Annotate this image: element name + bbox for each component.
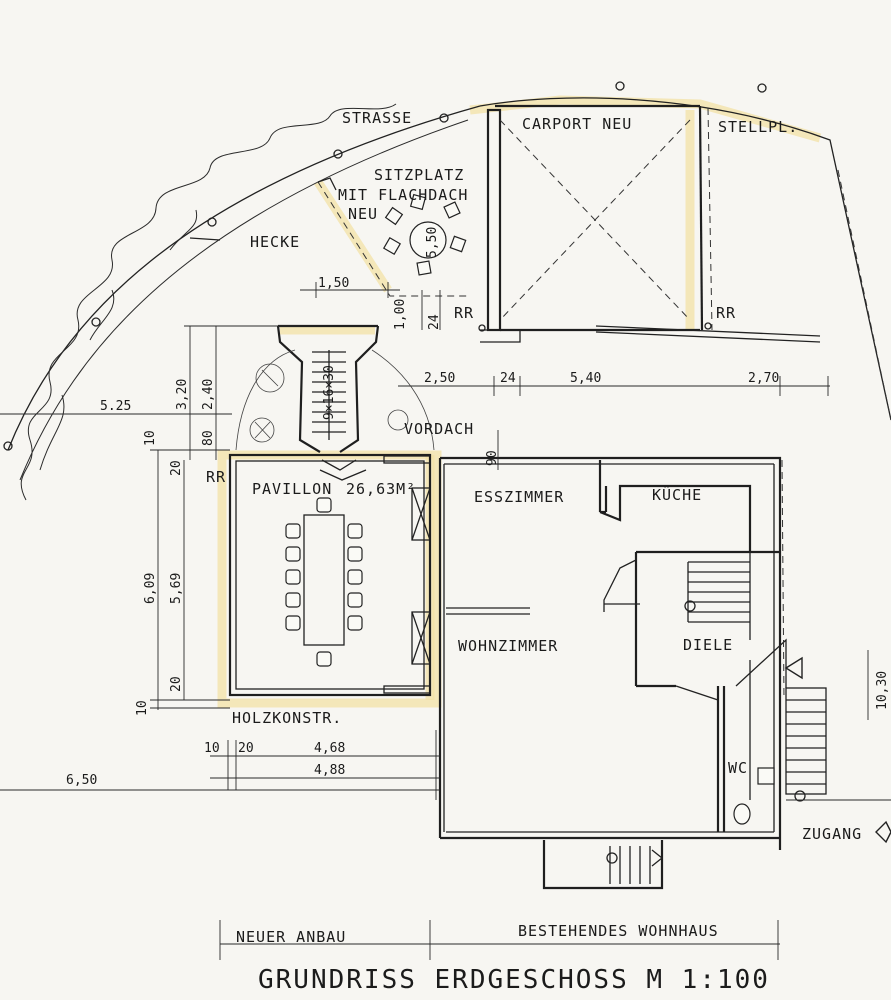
dim-540: 5,40 bbox=[570, 371, 601, 386]
sitzplatz bbox=[317, 177, 470, 297]
label-wc: WC bbox=[728, 759, 748, 777]
dim-320: 3,20 bbox=[175, 379, 190, 410]
dim-20b: 20 bbox=[169, 676, 184, 692]
dim-20c: 20 bbox=[238, 741, 254, 756]
label-diele: DIELE bbox=[683, 636, 733, 654]
label-sitzplatz-1: SITZPLATZ bbox=[374, 166, 464, 184]
label-rr-2: RR bbox=[716, 304, 736, 322]
label-carport: CARPORT NEU bbox=[522, 115, 632, 133]
dim-24a: 24 bbox=[427, 314, 442, 330]
label-sitzplatz-2: MIT FLACHDACH bbox=[338, 186, 468, 204]
label-stairs-note: 9×16×30 bbox=[322, 365, 337, 420]
dim-1030: 10,30 bbox=[875, 671, 890, 710]
dim-20a: 20 bbox=[169, 460, 184, 476]
dim-80: 80 bbox=[201, 430, 216, 446]
label-neuer-anbau: NEUER ANBAU bbox=[236, 928, 346, 946]
dim-150: 1,50 bbox=[318, 276, 349, 291]
dimension-lines bbox=[0, 282, 891, 960]
dim-10b: 10 bbox=[135, 700, 150, 716]
property-boundary bbox=[3, 81, 891, 501]
label-pavillon: PAVILLON bbox=[252, 480, 332, 498]
dim-10c: 10 bbox=[204, 741, 220, 756]
dim-468: 4,68 bbox=[314, 741, 345, 756]
label-sitzplatz-3: NEU bbox=[348, 205, 378, 223]
label-rr-3: RR bbox=[206, 468, 226, 486]
label-strasse: STRASSE bbox=[342, 109, 412, 127]
dim-488: 4,88 bbox=[314, 763, 345, 778]
label-pavillon-area: 26,63M² bbox=[346, 480, 416, 498]
label-stellplatz: STELLPL. bbox=[718, 118, 798, 136]
dim-90: 90 bbox=[485, 450, 500, 466]
dim-650: 6,50 bbox=[66, 773, 97, 788]
label-esszimmer: ESSZIMMER bbox=[474, 488, 564, 506]
plan-title: GRUNDRISS ERDGESCHOSS M 1:100 bbox=[258, 965, 770, 995]
label-holzkonstr: HOLZKONSTR. bbox=[232, 709, 342, 727]
label-rr-1: RR bbox=[454, 304, 474, 322]
label-vordach: VORDACH bbox=[404, 420, 474, 438]
dim-525: 5.25 bbox=[100, 399, 131, 414]
carport bbox=[478, 104, 821, 343]
dim-550: 5,50 bbox=[425, 227, 440, 258]
pavillon-chairs bbox=[285, 497, 363, 667]
label-hecke: HECKE bbox=[250, 233, 300, 251]
dim-10a: 10 bbox=[143, 430, 158, 446]
dim-240: 2,40 bbox=[201, 379, 216, 410]
dimension-labels: 1,50 5,50 1,00 24 3,20 2,40 5.25 2,50 24… bbox=[66, 227, 890, 788]
dim-24b: 24 bbox=[500, 371, 516, 386]
existing-house bbox=[438, 456, 891, 890]
dim-609: 6,09 bbox=[143, 573, 158, 604]
label-zugang: ZUGANG bbox=[802, 825, 862, 843]
room-labels: STRASSE CARPORT NEU STELLPL. SITZPLATZ M… bbox=[206, 109, 862, 946]
label-kueche: KÜCHE bbox=[652, 485, 702, 504]
dim-569: 5,69 bbox=[169, 573, 184, 604]
pavillon-room bbox=[228, 453, 432, 697]
label-bestehendes-wohnhaus: BESTEHENDES WOHNHAUS bbox=[518, 922, 719, 940]
label-wohnzimmer: WOHNZIMMER bbox=[458, 637, 558, 655]
dim-100: 1,00 bbox=[393, 299, 408, 330]
dim-250: 2,50 bbox=[424, 371, 455, 386]
dim-270: 2,70 bbox=[748, 371, 779, 386]
